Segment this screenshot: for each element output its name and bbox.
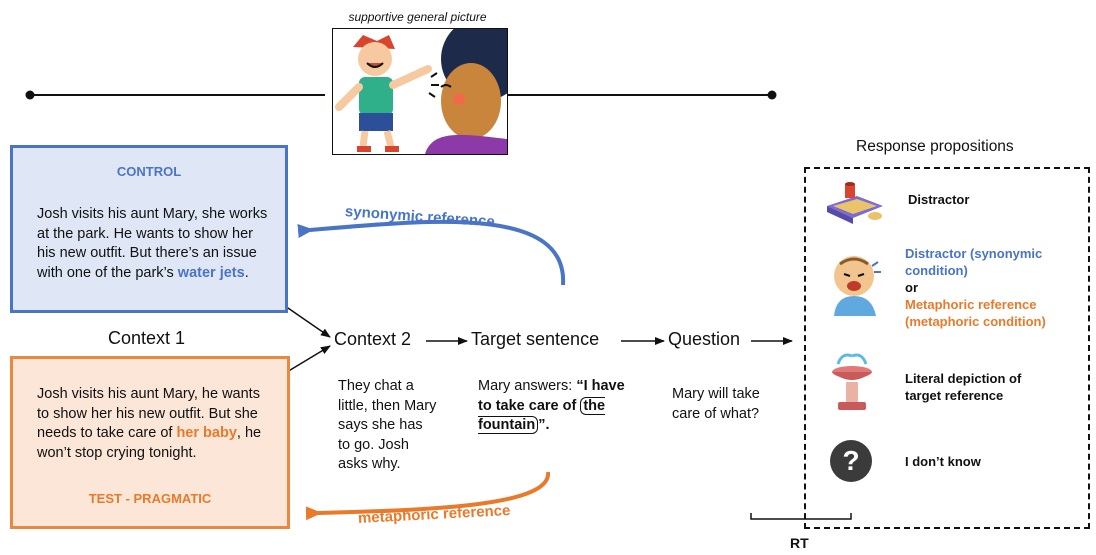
test-title: TEST - PRAGMATIC bbox=[88, 491, 212, 506]
context2-label: Context 2 bbox=[334, 329, 412, 349]
response-propositions-title: Response propositions bbox=[856, 138, 1014, 155]
response-option2: Distractor (synonymic condition) or Meta… bbox=[905, 245, 1080, 330]
target-sentence-text: Mary answers: “I have to take care of th… bbox=[478, 377, 628, 436]
control-title: CONTROL bbox=[116, 164, 182, 179]
question-mark-icon: ? bbox=[830, 440, 872, 482]
target-sentence-label: Target sentence bbox=[471, 329, 600, 349]
control-text-end: . bbox=[244, 264, 249, 281]
test-text: Josh visits his aunt Mary, he wants to s… bbox=[37, 385, 273, 463]
context1-label: Context 1 bbox=[108, 328, 186, 348]
response-distractor: Distractor bbox=[908, 192, 970, 207]
test-text-main: Josh visits his aunt Mary, he wants to s… bbox=[37, 386, 260, 441]
response-option2-or: or bbox=[905, 280, 918, 295]
response-propositions-box bbox=[804, 167, 1090, 529]
timeline bbox=[25, 90, 777, 100]
response-literal: Literal depiction of target reference bbox=[905, 371, 1022, 403]
question-text: Mary will take care of what? bbox=[672, 386, 760, 422]
supportive-picture-caption: supportive general picture bbox=[348, 10, 487, 24]
metaphoric-arrow bbox=[305, 471, 551, 521]
target-quote-close: ”. bbox=[538, 417, 550, 433]
rt-bracket bbox=[750, 513, 852, 520]
sandbox-icon bbox=[827, 182, 883, 224]
boy-and-aunt-illustration bbox=[332, 28, 508, 155]
fountain-icon bbox=[832, 353, 872, 410]
rt-label: RT bbox=[790, 535, 809, 551]
test-highlight: her baby bbox=[176, 425, 237, 441]
synonymic-arrow bbox=[297, 219, 566, 286]
control-context-box: CONTROL Josh visits his aunt Mary, she w… bbox=[10, 145, 288, 313]
target-boxed-word: the fountain bbox=[478, 396, 606, 434]
response-option2-synonymic: Distractor (synonymic condition) bbox=[905, 246, 1043, 278]
control-text: Josh visits his aunt Mary, she works at … bbox=[37, 205, 273, 283]
response-dont-know: I don’t know bbox=[905, 454, 981, 469]
crying-baby-icon bbox=[834, 256, 881, 316]
target-quote-open: “I have to take care of bbox=[478, 378, 625, 414]
target-prefix: Mary answers: bbox=[478, 378, 577, 394]
question-label: Question bbox=[668, 329, 741, 349]
response-option2-metaphoric: Metaphoric reference (metaphoric conditi… bbox=[905, 297, 1046, 329]
control-highlight: water jets bbox=[177, 264, 245, 281]
control-text-main: Josh visits his aunt Mary, she works at … bbox=[37, 206, 268, 281]
test-text-end: , he won’t stop crying tonight. bbox=[37, 425, 262, 461]
context2-text: They chat a little, then Mary says she h… bbox=[338, 378, 437, 472]
test-context-box: Josh visits his aunt Mary, he wants to s… bbox=[10, 356, 290, 529]
